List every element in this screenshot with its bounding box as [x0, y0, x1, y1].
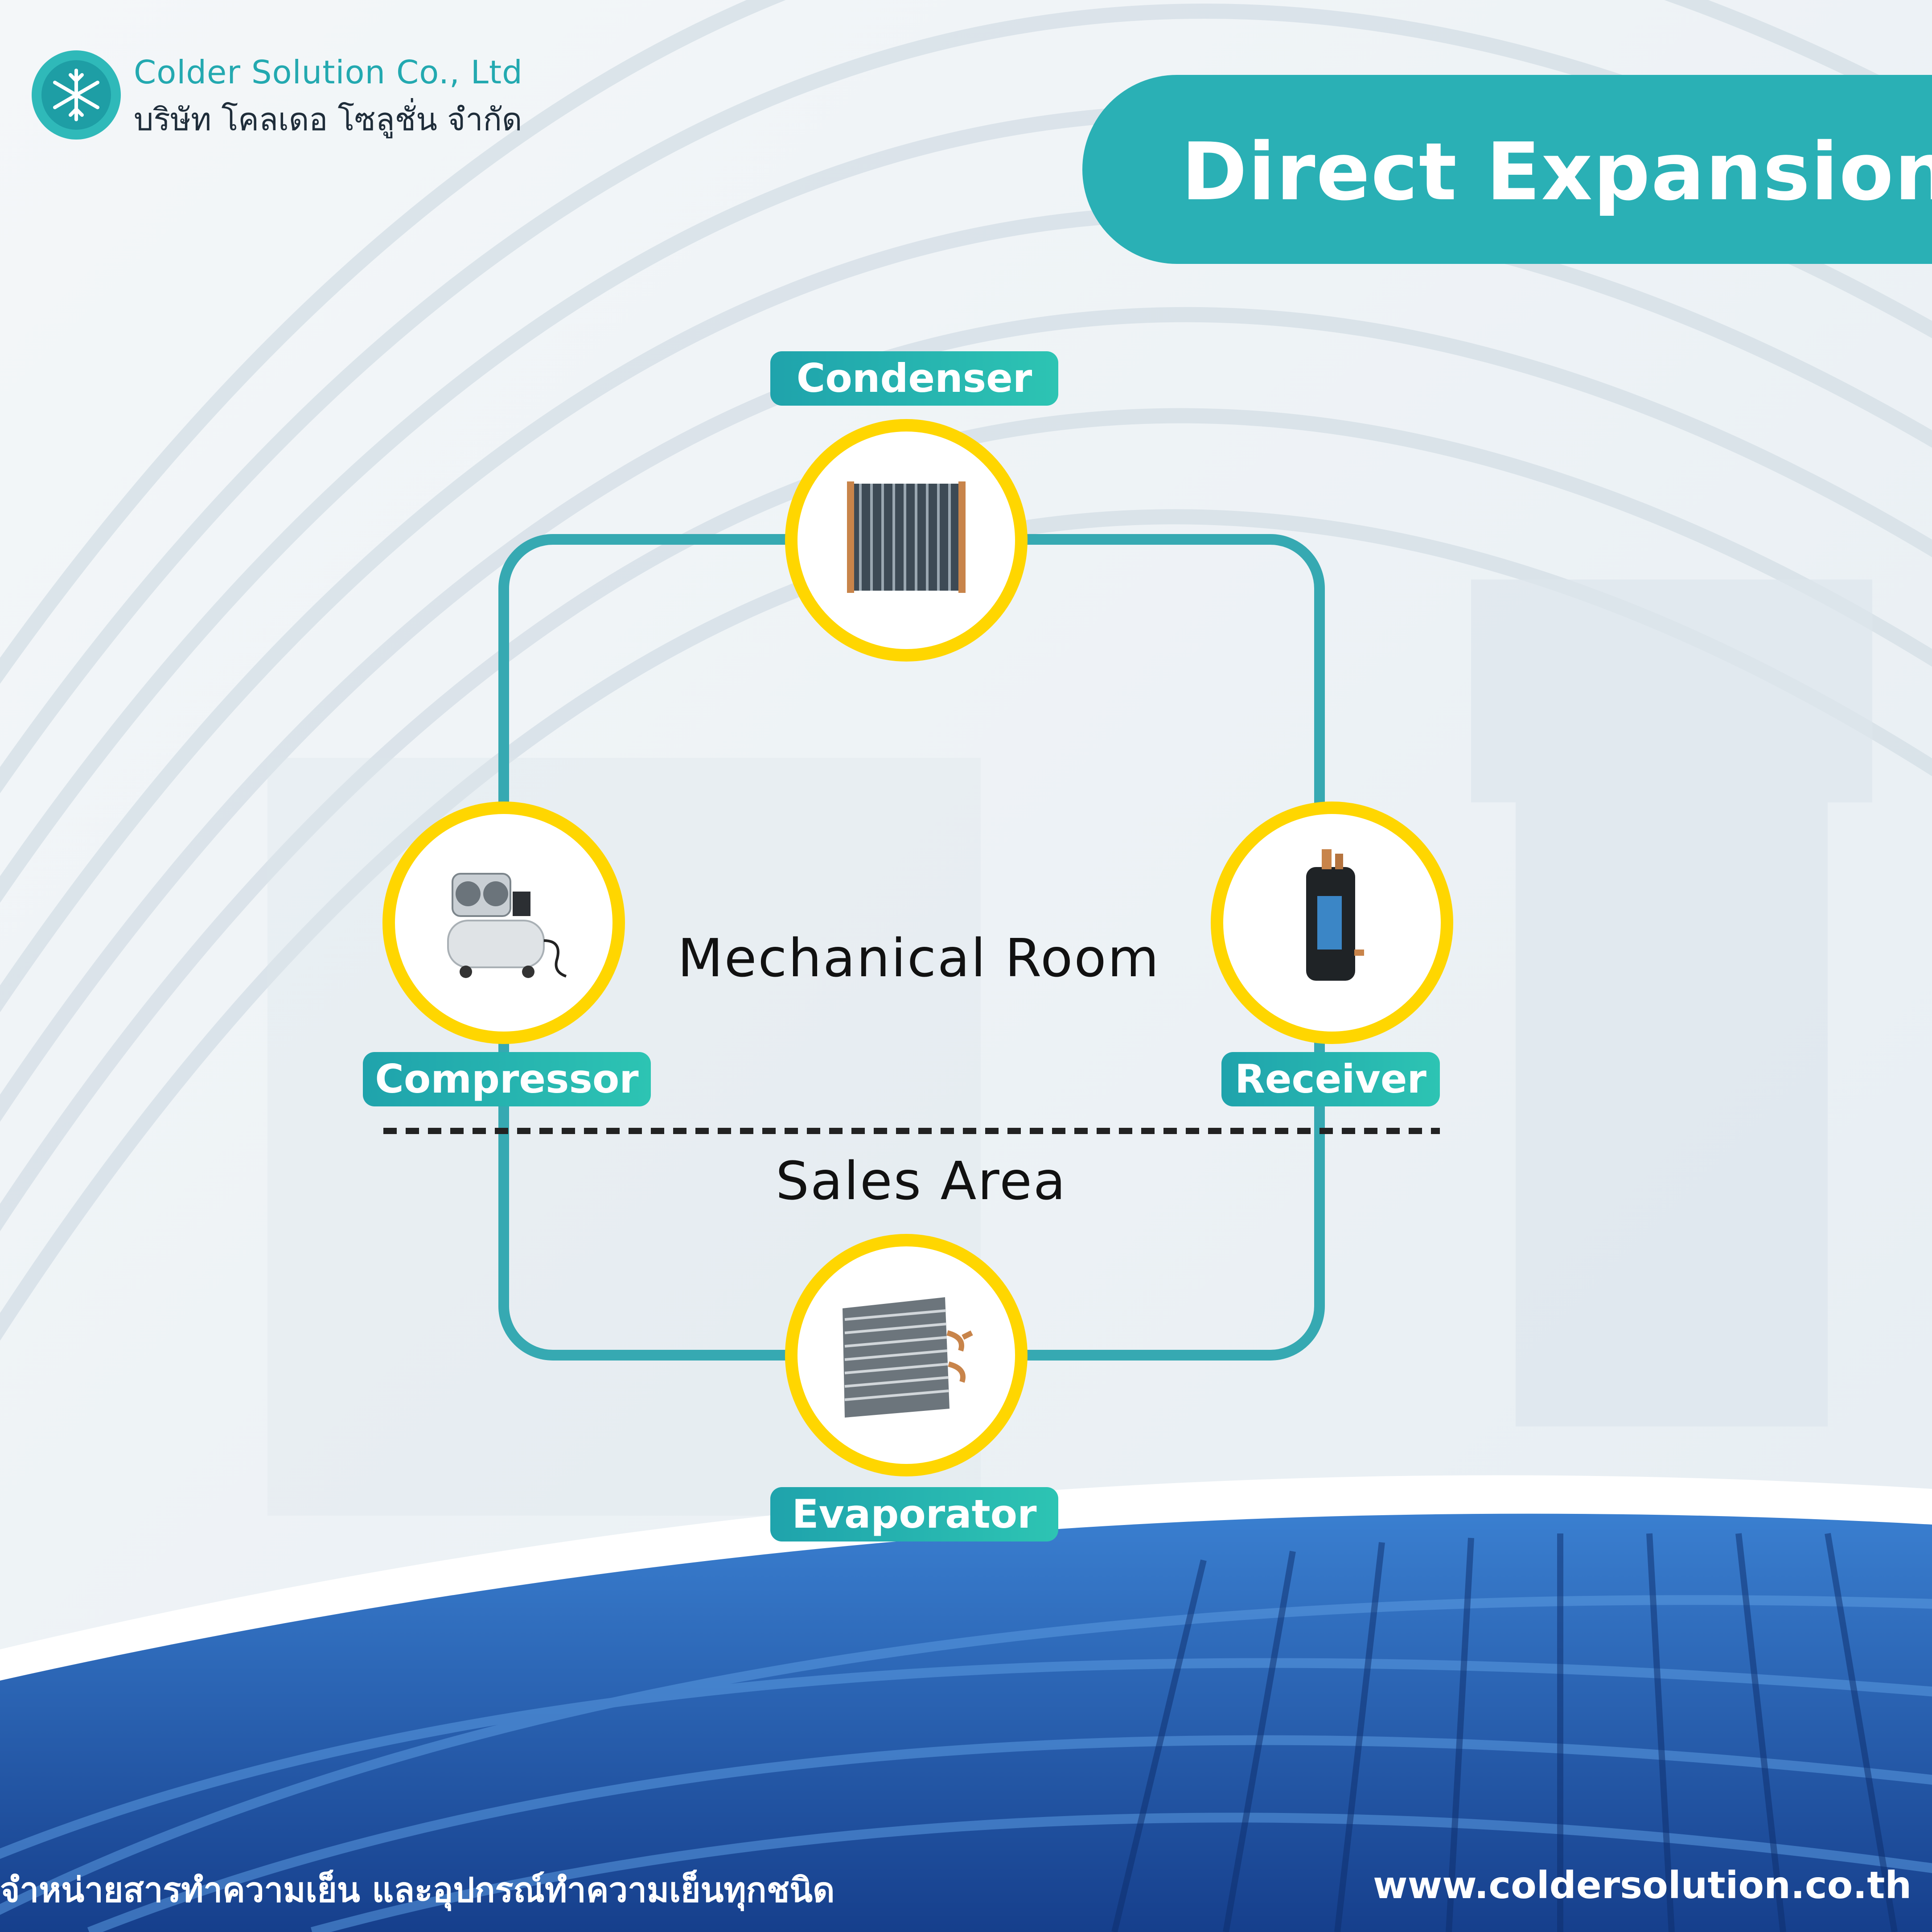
condenser-icon: [847, 481, 966, 593]
company-logo: [32, 50, 121, 140]
mechanical-room-label: Mechanical Room: [678, 927, 1160, 989]
sales-area-label: Sales Area: [776, 1150, 1067, 1212]
evaporator-label: Evaporator: [770, 1487, 1058, 1541]
receiver-label: Receiver: [1221, 1052, 1440, 1106]
receiver-node: [1211, 802, 1453, 1044]
receiver-icon: [1306, 849, 1364, 981]
compressor-node: [382, 802, 625, 1044]
compressor-icon: [447, 873, 567, 978]
condenser-node: [785, 419, 1028, 662]
company-name-thai: บริษัท โคลเดอ โซลูชั่น จำกัด: [134, 101, 522, 138]
snowflake-icon: [53, 69, 99, 121]
compressor-label: Compressor: [363, 1052, 651, 1106]
footer-tagline: จำหน่ายสารทำความเย็น และอุปกรณ์ทำความเย็…: [0, 1870, 835, 1910]
condenser-label: Condenser: [770, 351, 1058, 406]
evaporator-node: [785, 1234, 1028, 1476]
website-link[interactable]: www.coldersolution.co.th: [1373, 1863, 1912, 1907]
title-banner: [1082, 75, 1932, 264]
page-title: Direct Expansion: [1181, 126, 1932, 218]
evaporator-icon: [843, 1297, 973, 1418]
company-name: Colder Solution Co., Ltd: [134, 53, 523, 91]
